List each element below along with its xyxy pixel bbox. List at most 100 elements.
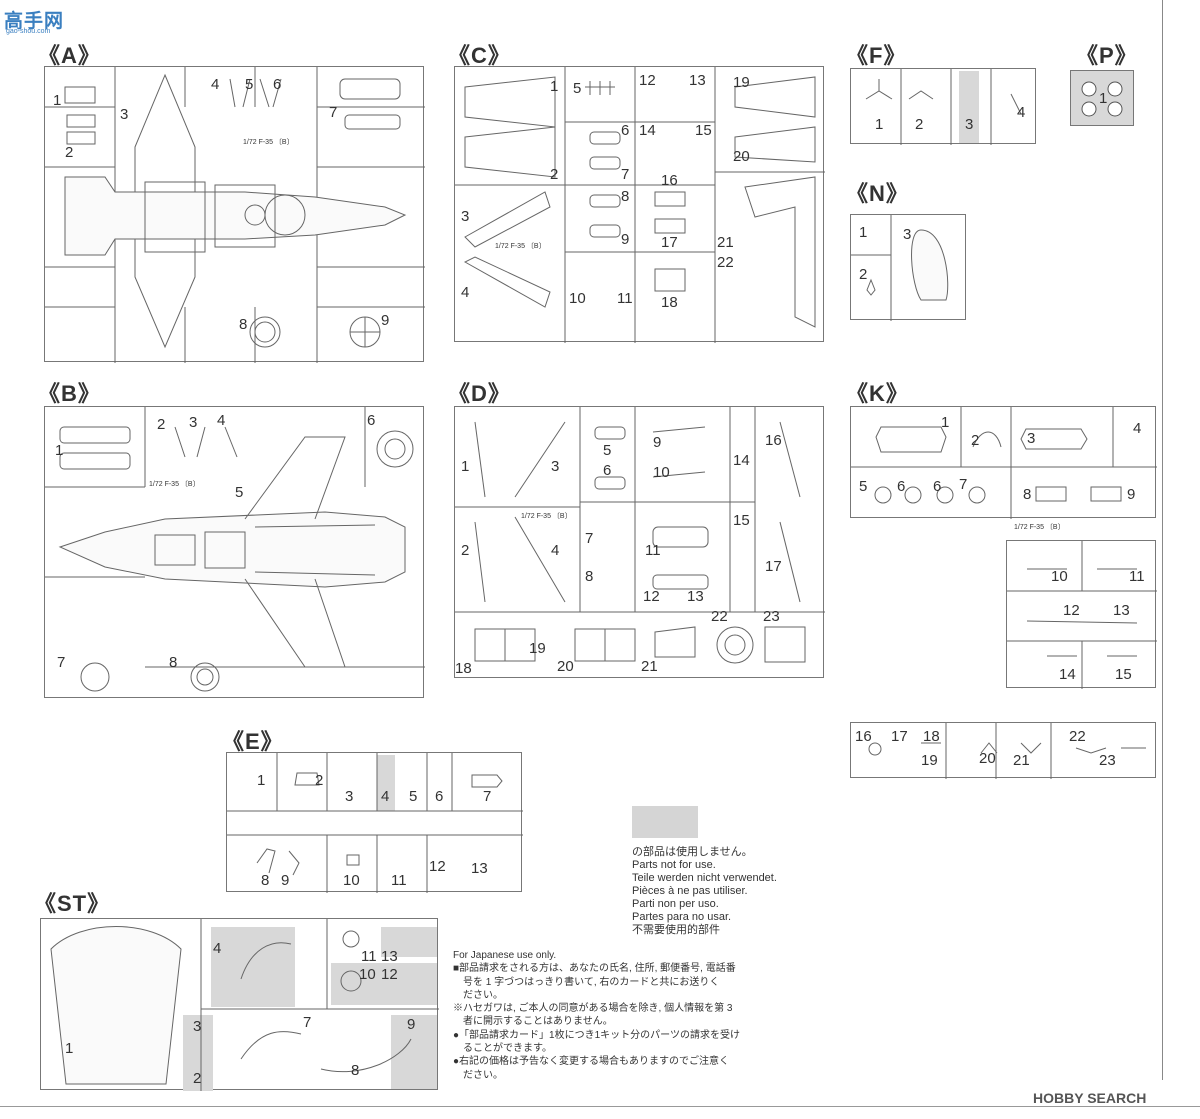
sprue-a-part-2: 2	[65, 144, 74, 161]
sprue-c-part-15: 15	[695, 122, 712, 139]
jp-note-line: ●「部品請求カード」1枚につき1キット分のパーツの請求を受け	[453, 1029, 740, 1041]
sprue-p-part-1: 1	[1099, 90, 1108, 107]
sprue-a-title: 《A》	[38, 43, 101, 68]
sprue-f-frame: 1 2 3 4	[850, 68, 1036, 145]
sprue-k-tag: 1/72 F-35 〔B〕	[1014, 524, 1065, 531]
sprue-k-part-2: 2	[971, 432, 980, 449]
sprue-e-part-3: 3	[345, 788, 354, 805]
sprue-d-part-2: 2	[461, 542, 470, 559]
sprue-e-part-12: 12	[429, 858, 446, 875]
sprue-a-part-9: 9	[381, 312, 390, 329]
sprue-f-part-4: 4	[1017, 104, 1026, 121]
sprue-b-part-3: 3	[189, 414, 198, 431]
sprue-c-tag: 1/72 F-35 〔B〕	[495, 243, 546, 250]
sprue-d-title: 《D》	[448, 381, 511, 406]
sprue-d-part-21: 21	[641, 658, 658, 675]
sprue-c-part-5: 5	[573, 80, 582, 97]
sprue-k-frame-top: 1 2 3 4 5 6 6 7 8 9	[850, 406, 1157, 519]
legend-line-en: Parts not for use.	[632, 859, 716, 871]
sprue-n-title: 《N》	[846, 181, 909, 206]
sprue-st-part-7: 7	[303, 1014, 312, 1031]
sprue-a-part-3: 3	[120, 106, 129, 123]
sprue-k-part-13: 13	[1113, 602, 1130, 619]
jp-note-line: 者に開示することはありません。	[453, 1016, 613, 1028]
sprue-a-tag: 1/72 F-35 〔B〕	[243, 139, 294, 146]
sprue-d-part-14: 14	[733, 452, 750, 469]
sprue-k-part-5: 5	[859, 478, 868, 495]
sprue-p-title: 《P》	[1076, 43, 1138, 68]
sprue-f-drawing	[865, 69, 1022, 145]
sprue-e-part-6: 6	[435, 788, 444, 805]
sprue-b-title: 《B》	[38, 381, 101, 406]
sprue-c-part-10: 10	[569, 290, 586, 307]
sprue-k-part-16: 16	[855, 728, 872, 745]
sprue-c-part-8: 8	[621, 188, 630, 205]
sprue-c-part-12: 12	[639, 72, 656, 89]
site-logo-text: 高手网	[4, 10, 65, 32]
sprue-d-part-23: 23	[763, 608, 780, 625]
sprue-d-part-22: 22	[711, 608, 728, 625]
sprue-c-part-21: 21	[717, 234, 734, 251]
sprue-e-part-2: 2	[315, 772, 324, 789]
sprue-k-part-11: 11	[1129, 568, 1145, 585]
sprue-k-part-9: 9	[1127, 486, 1136, 503]
sprue-k-part-3: 3	[1027, 430, 1036, 447]
sprue-d-part-18: 18	[455, 660, 472, 677]
sprue-k-part-19: 19	[921, 752, 938, 769]
sprue-p-frame: 1	[1070, 70, 1134, 126]
sprue-k-frame-bottom: 16 17 18 19 20 21 22 23	[850, 722, 1156, 779]
sprue-c-part-4: 4	[461, 284, 470, 301]
legend-line-jp: の部品は使用しません。	[632, 846, 753, 858]
sprue-st-frame: 1 2 3 4 7 8 9 10 11 12 13	[40, 918, 439, 1091]
sprue-d-part-16: 16	[765, 432, 782, 449]
site-logo: 高手网 gao-shou.com	[4, 6, 74, 35]
sprue-c-part-14: 14	[639, 122, 656, 139]
sprue-f-part-2: 2	[915, 116, 924, 133]
sprue-c-part-6: 6	[621, 122, 630, 139]
sprue-c-part-16: 16	[661, 172, 678, 189]
legend-swatch	[632, 806, 698, 838]
sprue-st-part-9: 9	[407, 1016, 416, 1033]
sprue-a-part-4: 4	[211, 76, 220, 93]
sprue-st-title: 《ST》	[34, 891, 111, 916]
sprue-k-part-22: 22	[1069, 728, 1086, 745]
sprue-k-drawing-top	[851, 407, 1157, 519]
sprue-b-part-7: 7	[57, 654, 66, 671]
jp-note-line: ださい。	[453, 989, 503, 1001]
sprue-b-drawing	[45, 407, 425, 692]
sprue-b-tag: 1/72 F-35 〔B〕	[149, 481, 200, 488]
sprue-e-frame: 1 2 3 4 5 6 7 8 9 10 11 12 13	[226, 752, 523, 893]
sprue-k-part-23: 23	[1099, 752, 1116, 769]
sprue-e-part-13: 13	[471, 860, 488, 877]
sprue-k-frame-mid: 10 11 12 13 14 15	[1006, 540, 1157, 689]
sprue-k-part-8: 8	[1023, 486, 1032, 503]
sprue-c-part-22: 22	[717, 254, 734, 271]
sprue-k-part-6b: 6	[933, 478, 942, 495]
sprue-a-part-8: 8	[239, 316, 248, 333]
sprue-b-part-4: 4	[217, 412, 226, 429]
sprue-c-part-7: 7	[621, 166, 630, 183]
sprue-f-part-1: 1	[875, 116, 884, 133]
sprue-d-part-6: 6	[603, 462, 612, 479]
sprue-d-part-11: 11	[645, 542, 661, 559]
sprue-c-part-19: 19	[733, 74, 750, 91]
sprue-d-frame: 1 2 3 4 5 6 7 8 9 10 11 12 13 14 15 16 1…	[454, 406, 825, 678]
sprue-e-part-5: 5	[409, 788, 418, 805]
legend-line-fr: Pièces à ne pas utiliser.	[632, 885, 748, 897]
sprue-st-part-13: 13	[381, 948, 398, 965]
sprue-k-part-18: 18	[923, 728, 940, 745]
sprue-c-frame: 1 2 3 4 5 6 7 8 9 10 11 12 13 14 15 16 1…	[454, 66, 825, 343]
sprue-k-part-6: 6	[897, 478, 906, 495]
jp-note-line: ることができます。	[453, 1043, 552, 1055]
sprue-d-part-3: 3	[551, 458, 560, 475]
sprue-d-part-8: 8	[585, 568, 594, 585]
sprue-a-part-6: 6	[273, 76, 282, 93]
sprue-c-part-18: 18	[661, 294, 678, 311]
bottom-edge-line	[0, 1106, 1200, 1107]
sprue-c-part-13: 13	[689, 72, 706, 89]
sprue-a-part-5: 5	[245, 76, 254, 93]
sprue-st-part-2: 2	[193, 1070, 202, 1087]
legend-line-cn: 不需要使用的部件	[632, 924, 720, 936]
sprue-d-part-9: 9	[653, 434, 662, 451]
sprue-k-part-7: 7	[959, 476, 968, 493]
